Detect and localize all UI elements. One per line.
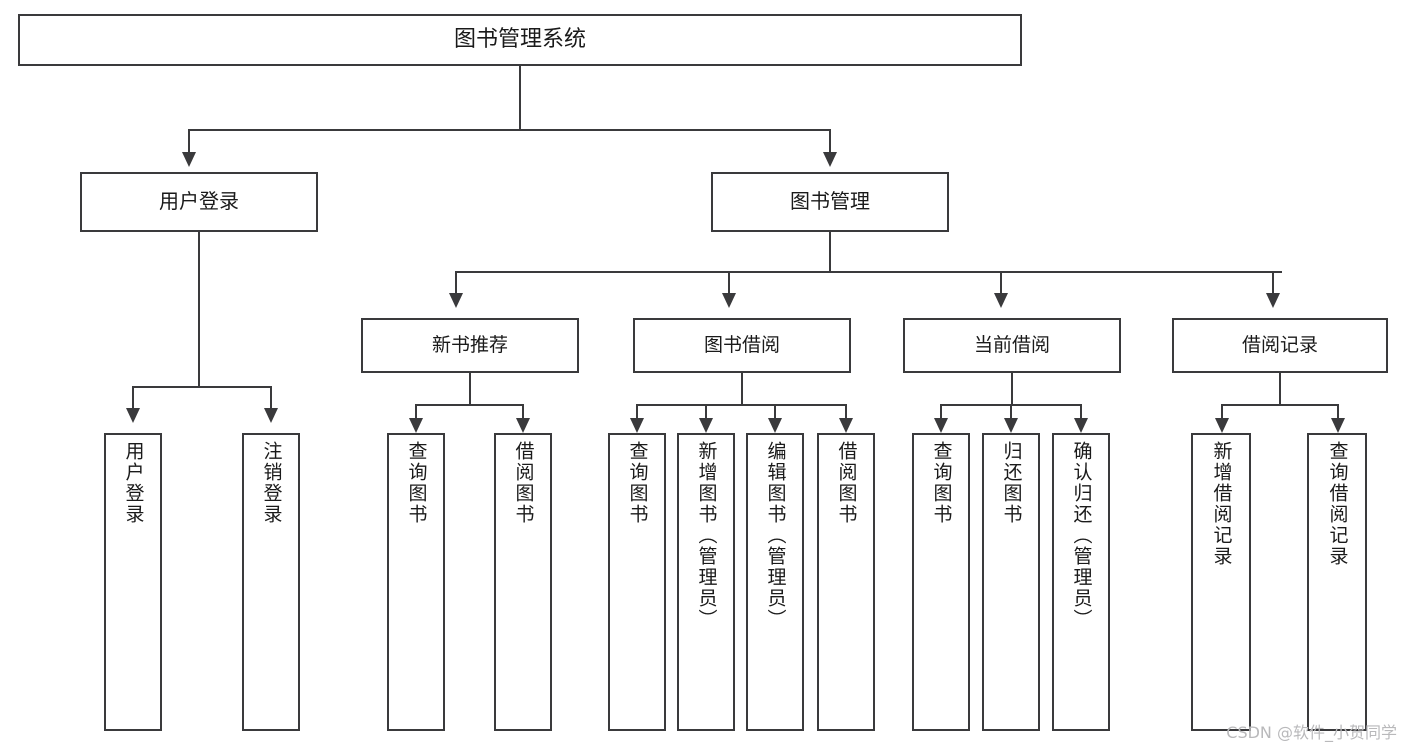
connector-drop-current-borrow: [1000, 271, 1003, 295]
leaf-node-edit-book[interactable]: 编辑图书（管理员）: [746, 433, 804, 731]
arrowhead-leaf-borrow-book-1: [516, 418, 530, 433]
connector-book-borrow-stem: [741, 373, 744, 405]
connector-current-borrow-stem: [1011, 373, 1014, 405]
leaf-node-borrow-book-1[interactable]: 借阅图书: [494, 433, 552, 731]
connector-new-book-rec-bus: [416, 404, 524, 407]
connector-level2-bus: [456, 271, 1282, 274]
leaf-node-query-book-2[interactable]: 查询图书: [608, 433, 666, 731]
node-root-book-management-system[interactable]: 图书管理系统: [18, 14, 1022, 66]
connector-drop-book-manage: [829, 129, 832, 155]
connector-drop-leaf-query-book-3: [940, 404, 943, 420]
node-label: 图书管理系统: [453, 27, 586, 53]
node-label: 图书管理: [790, 189, 870, 214]
leaf-label: 查询图书: [930, 441, 953, 525]
arrowhead-borrow-record: [1266, 293, 1280, 308]
node-current-borrow[interactable]: 当前借阅: [903, 318, 1121, 373]
leaf-label: 查询图书: [626, 441, 649, 525]
arrowhead-new-book-rec: [449, 293, 463, 308]
connector-drop-leaf-query-book-1: [415, 404, 418, 420]
arrowhead-user-login: [182, 152, 196, 167]
node-new-book-recommend[interactable]: 新书推荐: [361, 318, 579, 373]
connector-drop-leaf-query-record: [1337, 404, 1340, 420]
leaf-label: 确认归还（管理员）: [1070, 441, 1093, 630]
leaf-node-query-book-3[interactable]: 查询图书: [912, 433, 970, 731]
connector-drop-leaf-borrow-book-2: [845, 404, 848, 420]
leaf-label: 新增借阅记录: [1210, 441, 1233, 567]
leaf-node-add-book[interactable]: 新增图书（管理员）: [677, 433, 735, 731]
connector-drop-leaf-add-record: [1221, 404, 1224, 420]
arrowhead-book-manage: [823, 152, 837, 167]
node-label: 图书借阅: [703, 334, 780, 357]
leaf-node-query-book-1[interactable]: 查询图书: [387, 433, 445, 731]
arrowhead-leaf-user-login: [126, 408, 140, 423]
connector-root-stem: [519, 66, 522, 130]
leaf-node-add-record[interactable]: 新增借阅记录: [1191, 433, 1251, 731]
arrowhead-leaf-borrow-book-2: [839, 418, 853, 433]
leaf-label: 借阅图书: [835, 441, 858, 525]
leaf-label: 查询借阅记录: [1326, 441, 1349, 567]
arrowhead-leaf-query-record: [1331, 418, 1345, 433]
arrowhead-leaf-add-book: [699, 418, 713, 433]
arrowhead-leaf-return-book: [1004, 418, 1018, 433]
connector-borrow-record-bus: [1222, 404, 1339, 407]
node-label: 用户登录: [159, 189, 239, 214]
connector-book-borrow-bus: [637, 404, 847, 407]
connector-drop-new-book-rec: [455, 271, 458, 295]
connector-borrow-record-stem: [1279, 373, 1282, 405]
node-label: 当前借阅: [973, 334, 1050, 357]
arrowhead-leaf-logout: [264, 408, 278, 423]
connector-user-login-stem: [198, 232, 201, 387]
connector-drop-leaf-logout: [270, 386, 273, 410]
arrowhead-leaf-edit-book: [768, 418, 782, 433]
leaf-label: 查询图书: [405, 441, 428, 525]
leaf-label: 注销登录: [260, 441, 283, 525]
connector-drop-book-borrow: [728, 271, 731, 295]
connector-drop-leaf-edit-book: [774, 404, 777, 420]
arrowhead-leaf-confirm-return: [1074, 418, 1088, 433]
connector-drop-borrow-record: [1272, 271, 1275, 295]
node-user-login[interactable]: 用户登录: [80, 172, 318, 232]
node-book-borrow[interactable]: 图书借阅: [633, 318, 851, 373]
arrowhead-current-borrow: [994, 293, 1008, 308]
node-label: 借阅记录: [1241, 334, 1318, 357]
arrowhead-leaf-query-book-2: [630, 418, 644, 433]
leaf-node-return-book[interactable]: 归还图书: [982, 433, 1040, 731]
leaf-node-query-record[interactable]: 查询借阅记录: [1307, 433, 1367, 731]
node-book-management[interactable]: 图书管理: [711, 172, 949, 232]
node-label: 新书推荐: [431, 334, 508, 357]
leaf-node-logout[interactable]: 注销登录: [242, 433, 300, 731]
leaf-label: 用户登录: [122, 441, 145, 525]
connector-drop-leaf-return-book: [1010, 404, 1013, 420]
leaf-label: 新增图书（管理员）: [695, 441, 718, 630]
csdn-watermark: CSDN @软件_小贺同学: [1226, 723, 1397, 742]
leaf-label: 借阅图书: [512, 441, 535, 525]
connector-book-manage-stem: [829, 232, 832, 272]
arrowhead-leaf-query-book-3: [934, 418, 948, 433]
arrowhead-leaf-add-record: [1215, 418, 1229, 433]
connector-new-book-rec-stem: [469, 373, 472, 405]
leaf-label: 归还图书: [1000, 441, 1023, 525]
connector-user-login-bus: [133, 386, 272, 389]
connector-drop-leaf-borrow-book-1: [522, 404, 525, 420]
leaf-node-borrow-book-2[interactable]: 借阅图书: [817, 433, 875, 731]
node-borrow-record[interactable]: 借阅记录: [1172, 318, 1388, 373]
connector-drop-leaf-user-login: [132, 386, 135, 410]
leaf-label: 编辑图书（管理员）: [764, 441, 787, 630]
connector-drop-user-login: [188, 129, 191, 155]
connector-drop-leaf-query-book-2: [636, 404, 639, 420]
connector-drop-leaf-confirm-return: [1080, 404, 1083, 420]
connector-drop-leaf-add-book: [705, 404, 708, 420]
connector-level1-bus: [189, 129, 831, 132]
leaf-node-confirm-return[interactable]: 确认归还（管理员）: [1052, 433, 1110, 731]
arrowhead-leaf-query-book-1: [409, 418, 423, 433]
leaf-node-user-login[interactable]: 用户登录: [104, 433, 162, 731]
arrowhead-book-borrow: [722, 293, 736, 308]
